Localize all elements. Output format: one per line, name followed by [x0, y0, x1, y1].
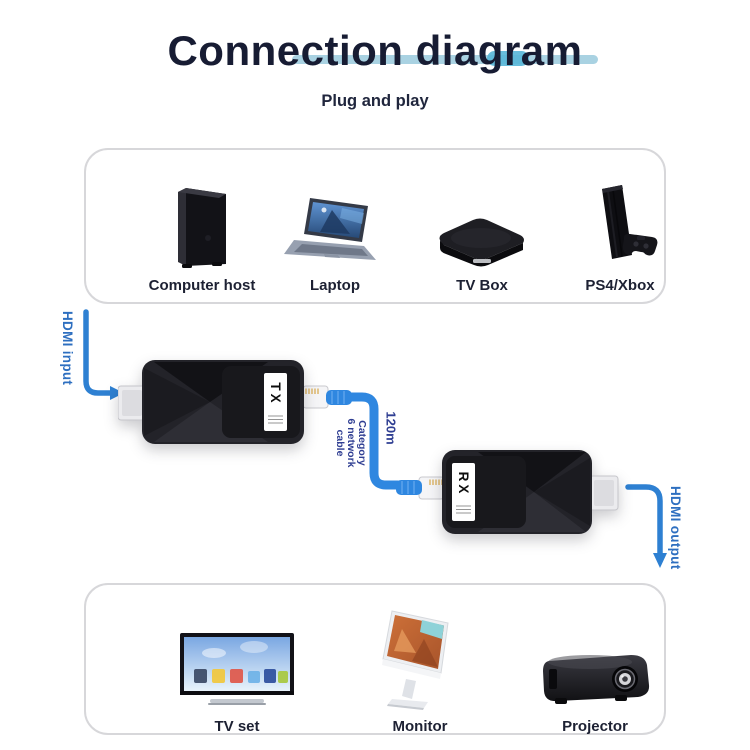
sink-label: Monitor: [392, 718, 448, 735]
source-tv-box: TV Box: [412, 182, 552, 294]
source-computer-host: Computer host: [132, 182, 272, 294]
title-highlight-bar: [292, 55, 598, 64]
title-highlight-capsule: [487, 51, 529, 66]
tv-box-icon: [439, 218, 524, 267]
game-console-icon: [602, 185, 658, 259]
hdmi-extender-tx: TX: [118, 360, 304, 444]
monitor-icon: [382, 610, 449, 710]
page-subtitle: Plug and play: [321, 92, 429, 110]
computer-host-art: [162, 182, 242, 270]
svg-text:cable: cable: [334, 430, 346, 457]
tx-fine-print: [268, 415, 283, 424]
hdmi-input-arrow: [83, 309, 124, 400]
projector-art: [535, 615, 655, 711]
cable-type-note: Category 6 network cable: [334, 418, 368, 467]
svg-text:6 network: 6 network: [345, 418, 357, 467]
source-label: PS4/Xbox: [585, 277, 655, 294]
source-label: Laptop: [310, 277, 360, 294]
source-game-console: PS4/Xbox: [550, 182, 690, 294]
tx-label-sticker: [264, 373, 287, 431]
cable-flow-layer: 120m Category 6 network cable: [83, 309, 667, 568]
sink-monitor: Monitor: [350, 610, 490, 735]
laptop-art: [280, 182, 390, 270]
rj45-plug-tx: [302, 385, 352, 409]
tv-box-art: [426, 182, 538, 270]
computer-tower-icon: [178, 188, 226, 268]
cable-length-note: 120m: [384, 411, 399, 444]
rj45-plug-rx: [396, 476, 445, 500]
sink-label: Projector: [562, 718, 628, 735]
hdmi-output-label: HDMI output: [668, 486, 683, 570]
hdmi-extender-rx: RX: [442, 450, 619, 534]
page-header: Connection diagram Plug and play: [0, 0, 750, 125]
monitor-art: [364, 610, 476, 711]
ethernet-cable-line: [345, 392, 403, 490]
hdmi-output-arrow: [625, 484, 667, 568]
source-devices-panel: Computer host: [84, 148, 666, 304]
svg-text:Category: Category: [356, 420, 368, 466]
source-label: TV Box: [456, 277, 508, 294]
sink-projector: Projector: [525, 615, 665, 735]
source-laptop: Laptop: [265, 182, 405, 294]
game-console-art: [564, 182, 676, 270]
source-label: Computer host: [148, 277, 256, 294]
sink-tv-set: TV set: [167, 615, 307, 735]
rx-label-sticker: [452, 463, 475, 521]
tv-set-art: [174, 615, 300, 711]
sink-label: TV set: [214, 718, 260, 735]
display-devices-panel: TV set: [84, 583, 666, 735]
page-title: Connection diagram: [167, 27, 583, 74]
ethernet-cable: [302, 385, 445, 500]
projector-icon: [543, 655, 650, 704]
rx-label-text: RX: [456, 472, 471, 497]
hdmi-input-label: HDMI input: [60, 311, 75, 386]
laptop-icon: [284, 198, 376, 260]
rx-fine-print: [456, 505, 471, 514]
tx-label-text: TX: [268, 382, 283, 405]
tv-icon: [180, 633, 294, 705]
